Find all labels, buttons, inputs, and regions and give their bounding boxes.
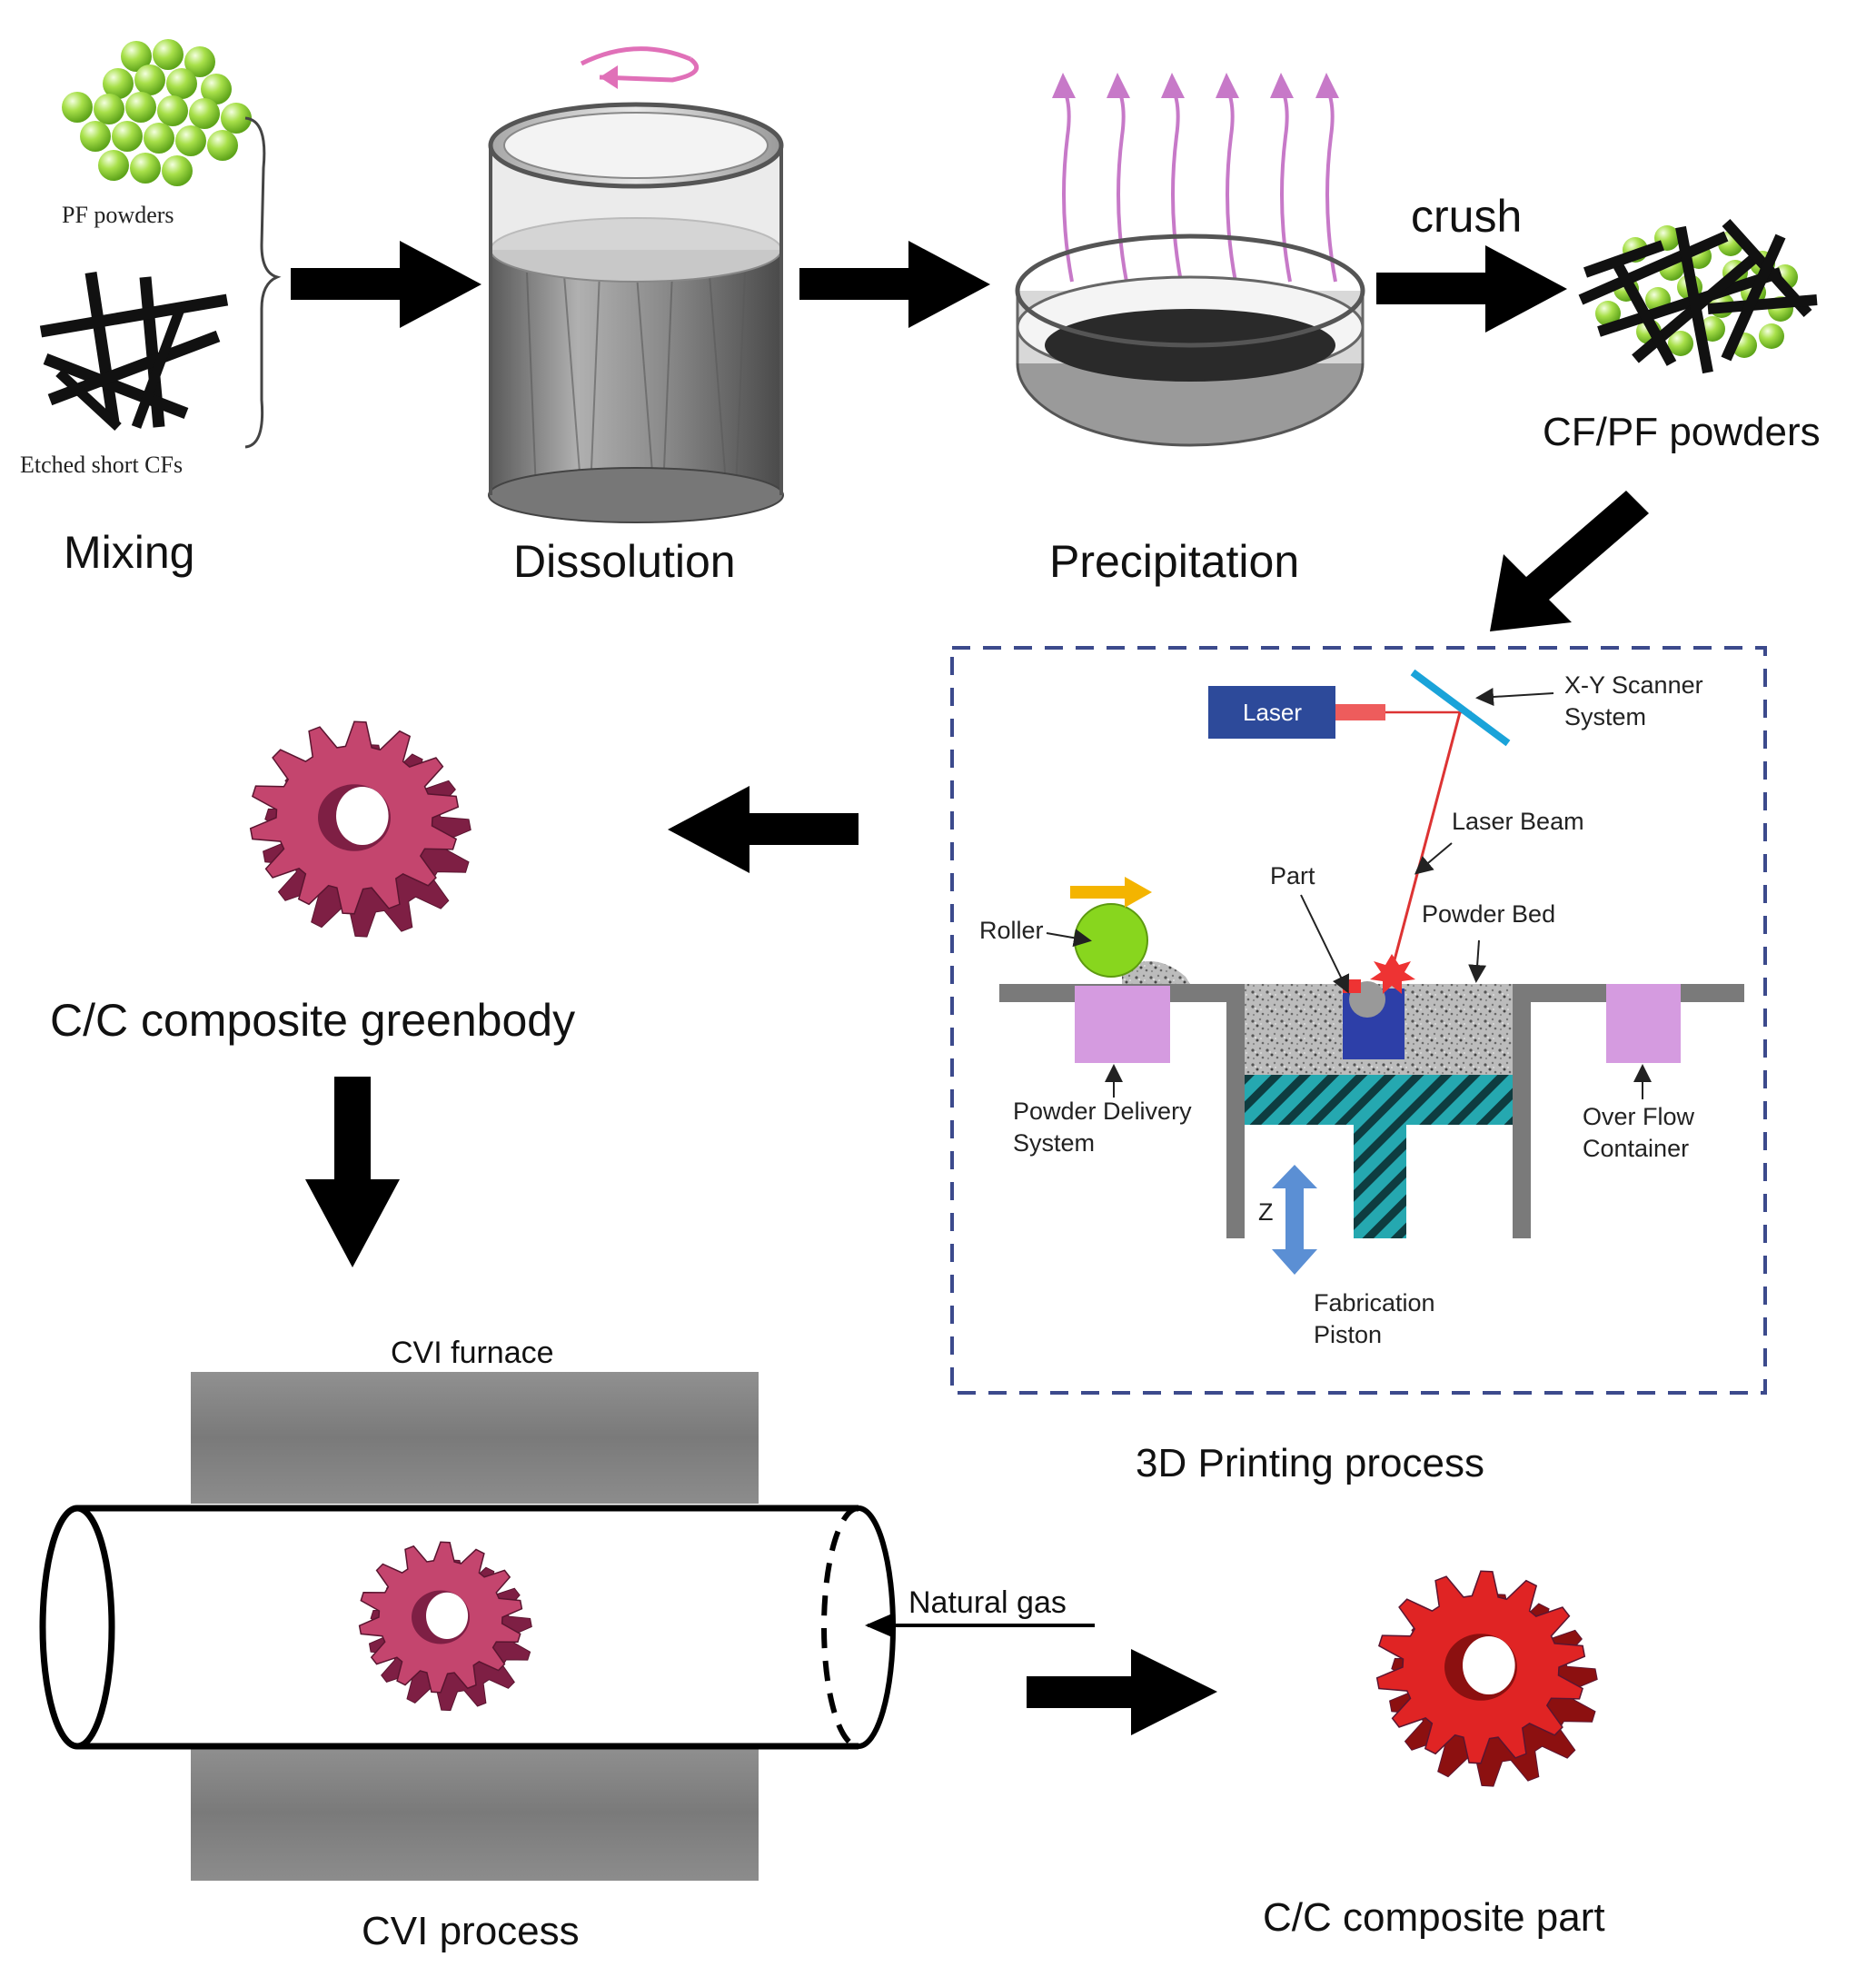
scanner-pointer [1475, 688, 1554, 707]
pf-powders-label: PF powders [62, 202, 174, 228]
carbon-fiber [1721, 233, 1786, 362]
overflow-label-1: Over Flow [1583, 1103, 1695, 1130]
fabrication-piston-label-1: Fabrication [1314, 1289, 1435, 1316]
laser-beam-pointer [1414, 842, 1453, 875]
pf-powders-illustration [62, 39, 252, 186]
pf-powder-particle [189, 98, 220, 129]
z-axis-label: Z [1258, 1198, 1274, 1226]
powder-bed-pointer [1468, 939, 1487, 983]
pf-powder-particle [1759, 323, 1784, 349]
pf-powder-particle [157, 95, 188, 126]
laser-unit [1208, 686, 1472, 739]
pf-powder-particle [221, 103, 252, 134]
precipitation-dish [1015, 73, 1365, 447]
cvi-title: CVI process [362, 1909, 580, 1953]
dissolution-beaker [488, 46, 784, 523]
powder-delivery-label-1: Powder Delivery [1013, 1098, 1192, 1125]
arrow-dissolution-to-precipitation [799, 241, 990, 328]
arrow-cvi-to-final [1027, 1649, 1217, 1735]
pf-powder-particle [153, 39, 184, 70]
powder-delivery-label-2: System [1013, 1129, 1095, 1157]
arrow-to-3d-printing [1490, 491, 1649, 631]
greenbody-title: C/C composite greenbody [50, 995, 575, 1046]
final-part-title: C/C composite part [1263, 1895, 1605, 1940]
cf-pf-powders-label: CF/PF powders [1543, 410, 1821, 454]
carbon-fiber [1707, 294, 1818, 314]
pf-powder-particle [94, 94, 124, 124]
laser-beam-label: Laser Beam [1452, 808, 1584, 835]
xy-scanner-mirror [1410, 669, 1511, 747]
pf-powder-particle [144, 123, 174, 154]
fabrication-piston-label-2: Piston [1314, 1321, 1382, 1348]
pf-powder-particle [80, 121, 111, 152]
mixing-brace [244, 116, 282, 449]
pf-powder-particle [125, 92, 156, 123]
pf-powder-particle [98, 150, 129, 181]
pf-powder-particle [207, 130, 238, 161]
cvi-gear [358, 1541, 532, 1712]
printed-part [1343, 954, 1415, 1059]
vapor-arrows [1061, 85, 1337, 283]
laser-label: Laser [1243, 699, 1302, 726]
gear-bore-hole [426, 1592, 469, 1639]
etched-cf-illustration [39, 272, 229, 432]
carbon-fiber [1612, 261, 1677, 366]
arrow-mixing-to-dissolution [291, 241, 481, 328]
precipitation-title: Precipitation [1049, 536, 1299, 587]
gear-bore-hole [1463, 1636, 1515, 1694]
xy-scanner-label-1: X-Y Scanner [1564, 671, 1703, 699]
greenbody-gear [249, 720, 471, 938]
laser-beam [1390, 711, 1462, 971]
part-label: Part [1270, 862, 1315, 889]
pf-powder-particle [1595, 301, 1621, 326]
etched-cfs-label: Etched short CFs [20, 452, 183, 478]
z-axis-arrow [1272, 1165, 1317, 1275]
crush-label: crush [1411, 191, 1522, 242]
cvi-furnace [39, 1372, 1095, 1881]
pf-powder-particle [166, 68, 197, 99]
overflow-label-2: Container [1583, 1135, 1689, 1162]
roller-pointer [1046, 929, 1092, 948]
pf-powder-particle [134, 65, 165, 95]
carbon-fiber [1675, 225, 1713, 374]
natural-gas-label: Natural gas [908, 1585, 1067, 1620]
pf-powder-particle [103, 68, 134, 99]
gear-bore-hole [336, 787, 389, 845]
pf-powder-particle [201, 74, 232, 104]
pf-powder-particle [175, 125, 206, 156]
powder-bed-label: Powder Bed [1422, 900, 1555, 928]
part-pointer [1300, 894, 1350, 994]
3d-printing-title: 3D Printing process [1136, 1441, 1484, 1485]
pf-powder-particle [130, 153, 161, 184]
xy-scanner-label-2: System [1564, 703, 1646, 730]
pf-powder-particle [162, 155, 193, 186]
arrow-printing-to-greenbody [668, 786, 859, 873]
arrow-greenbody-to-cvi [305, 1077, 400, 1267]
pf-powder-particle [184, 46, 215, 77]
cf-pf-powders-illustration [1578, 218, 1818, 374]
carbon-fiber [1578, 231, 1729, 305]
roller [1070, 877, 1152, 978]
dissolution-title: Dissolution [513, 536, 736, 587]
mixing-title: Mixing [64, 527, 194, 578]
carbon-fiber [1583, 240, 1664, 278]
cvi-furnace-label: CVI furnace [391, 1336, 554, 1370]
printing-frame [950, 646, 1767, 1395]
pf-powder-particle [112, 121, 143, 152]
pf-powder-particle [121, 41, 152, 72]
pf-powder-particle [62, 92, 93, 123]
arrow-crush [1376, 245, 1567, 333]
roller-label: Roller [979, 917, 1044, 944]
final-part-gear [1375, 1570, 1598, 1787]
pf-powder-particle [1668, 331, 1693, 356]
